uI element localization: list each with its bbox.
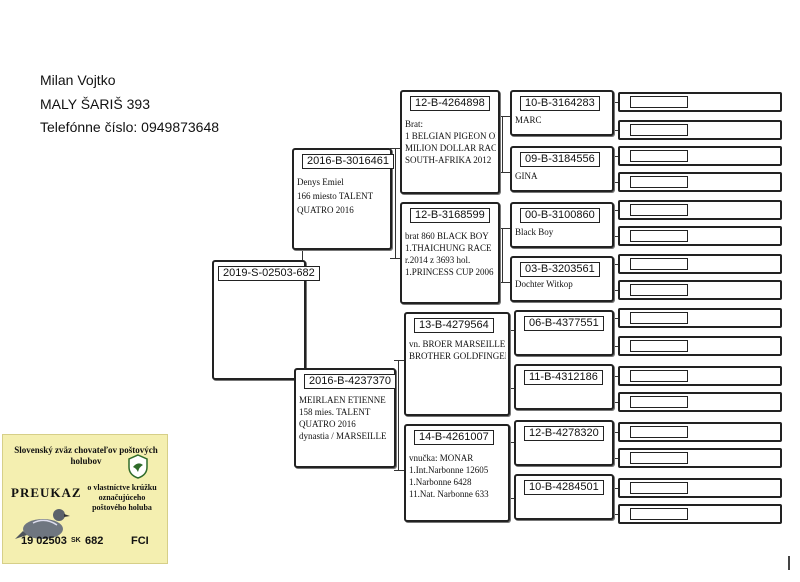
dam-box: 2016-B-4237370 MEIRLAEN ETIENNE 158 mies… xyxy=(294,368,396,468)
ownership-card: Slovenský zväz chovateľov poštových holu… xyxy=(2,434,168,564)
gen5-box-8 xyxy=(618,280,782,300)
gen3-3-info-2: BROTHER GOLDFINGER xyxy=(409,351,506,361)
card-title: PREUKAZ xyxy=(11,485,82,500)
gen4-ring-1: 10-B-3164283 xyxy=(520,96,600,111)
card-org: Slovenský zväz chovateľov poštových holu… xyxy=(14,445,158,466)
gen3-2-info-4: 1.PRINCESS CUP 2006 xyxy=(405,267,494,277)
dam-info-1: MEIRLAEN ETIENNE xyxy=(299,395,386,405)
gen4-2-info: GINA xyxy=(515,171,538,181)
gen5-box-11 xyxy=(618,366,782,386)
card-subtitle: o vlastníctve krúžku označujúceho poštov… xyxy=(87,483,157,512)
gen3-ring-3: 13-B-4279564 xyxy=(414,318,494,333)
card-country: SK xyxy=(71,537,81,544)
gen4-box-4: 03-B-3203561 Dochter Witkop xyxy=(510,256,614,302)
gen3-ring-1: 12-B-4264898 xyxy=(410,96,490,111)
gen3-1-info-4: SOUTH-AFRIKA 2012 xyxy=(405,155,492,165)
gen4-ring-4: 03-B-3203561 xyxy=(520,262,600,277)
sire-box: 2016-B-3016461 Denys Emiel 166 miesto TA… xyxy=(292,148,394,250)
gen5-box-13 xyxy=(618,422,782,442)
card-number: 19 02503 xyxy=(21,535,67,547)
gen3-2-info-1: brat 860 BLACK BOY xyxy=(405,231,489,241)
scan-edge-mark xyxy=(788,556,790,570)
dam-info-3: QUATRO 2016 xyxy=(299,419,356,429)
gen3-box-2: 12-B-3168599 brat 860 BLACK BOY 1.THAICH… xyxy=(400,202,500,304)
gen3-4-info-3: 1.Narbonne 6428 xyxy=(409,477,472,487)
gen5-box-3 xyxy=(618,146,782,166)
gen5-box-7 xyxy=(618,254,782,274)
gen4-box-7: 12-B-4278320 xyxy=(514,420,614,466)
gen4-box-1: 10-B-3164283 MARC xyxy=(510,90,614,136)
dam-info-4: dynastia / MARSEILLE xyxy=(299,431,387,441)
gen4-4-info: Dochter Witkop xyxy=(515,279,573,289)
gen3-1-info-1: Brat: xyxy=(405,119,423,129)
owner-address: MALY ŠARIŠ 393 xyxy=(40,96,150,112)
gen5-box-14 xyxy=(618,448,782,468)
gen4-ring-6: 11-B-4312186 xyxy=(524,370,603,385)
dam-info-2: 158 mies. TALENT xyxy=(299,407,371,417)
card-fci: FCI xyxy=(131,535,149,547)
gen4-ring-3: 00-B-3100860 xyxy=(520,208,600,223)
gen5-box-9 xyxy=(618,308,782,328)
pigeon-icon xyxy=(15,509,70,539)
gen3-1-info-3: MILION DOLLAR RACE xyxy=(405,143,496,153)
gen4-box-6: 11-B-4312186 xyxy=(514,364,614,410)
sire-info-3: QUATRO 2016 xyxy=(297,205,354,215)
gen4-3-info: Black Boy xyxy=(515,227,554,237)
gen3-4-info-4: 11.Nat. Narbonne 633 xyxy=(409,489,489,499)
gen3-ring-4: 14-B-4261007 xyxy=(414,430,494,445)
sire-info-2: 166 miesto TALENT xyxy=(297,191,374,201)
gen3-2-info-2: 1.THAICHUNG RACE xyxy=(405,243,492,253)
gen5-box-2 xyxy=(618,120,782,140)
dam-ring: 2016-B-4237370 xyxy=(304,374,396,389)
gen5-box-5 xyxy=(618,200,782,220)
gen4-ring-2: 09-B-3184556 xyxy=(520,152,600,167)
card-number-suffix: 682 xyxy=(85,535,104,547)
gen5-box-12 xyxy=(618,392,782,412)
gen4-box-5: 06-B-4377551 xyxy=(514,310,614,356)
subject-ring: 2019-S-02503-682 xyxy=(218,266,320,281)
gen3-3-info-1: vn. BROER MARSEILLE xyxy=(409,339,506,349)
gen4-box-3: 00-B-3100860 Black Boy xyxy=(510,202,614,248)
gen3-4-info-2: 1.Int.Narbonne 12605 xyxy=(409,465,489,475)
gen5-box-4 xyxy=(618,172,782,192)
gen3-4-info-1: vnučka: MONAR xyxy=(409,453,474,463)
gen5-box-16 xyxy=(618,504,782,524)
owner-name: Milan Vojtko xyxy=(40,72,116,88)
sire-info-1: Denys Emiel xyxy=(297,177,344,187)
gen3-box-1: 12-B-4264898 Brat: 1 BELGIAN PIGEON ON M… xyxy=(400,90,500,194)
gen5-box-1 xyxy=(618,92,782,112)
gen4-ring-7: 12-B-4278320 xyxy=(524,426,604,441)
gen5-box-6 xyxy=(618,226,782,246)
gen3-2-info-3: r.2014 z 3693 hol. xyxy=(405,255,471,265)
gen4-box-8: 10-B-4284501 xyxy=(514,474,614,520)
gen4-1-info: MARC xyxy=(515,115,542,125)
gen3-1-info-2: 1 BELGIAN PIGEON ON xyxy=(405,131,496,141)
gen3-box-3: 13-B-4279564 vn. BROER MARSEILLE BROTHER… xyxy=(404,312,510,416)
gen4-ring-8: 10-B-4284501 xyxy=(524,480,604,495)
gen3-box-4: 14-B-4261007 vnučka: MONAR 1.Int.Narbonn… xyxy=(404,424,510,522)
union-logo-icon xyxy=(128,454,148,479)
subject-box: 2019-S-02503-682 xyxy=(212,260,320,380)
gen3-ring-2: 12-B-3168599 xyxy=(410,208,490,223)
sire-ring: 2016-B-3016461 xyxy=(302,154,394,169)
gen5-box-10 xyxy=(618,336,782,356)
gen5-box-15 xyxy=(618,478,782,498)
gen4-box-2: 09-B-3184556 GINA xyxy=(510,146,614,192)
owner-phone: Telefónne číslo: 0949873648 xyxy=(40,119,220,135)
gen4-ring-5: 06-B-4377551 xyxy=(524,316,604,331)
